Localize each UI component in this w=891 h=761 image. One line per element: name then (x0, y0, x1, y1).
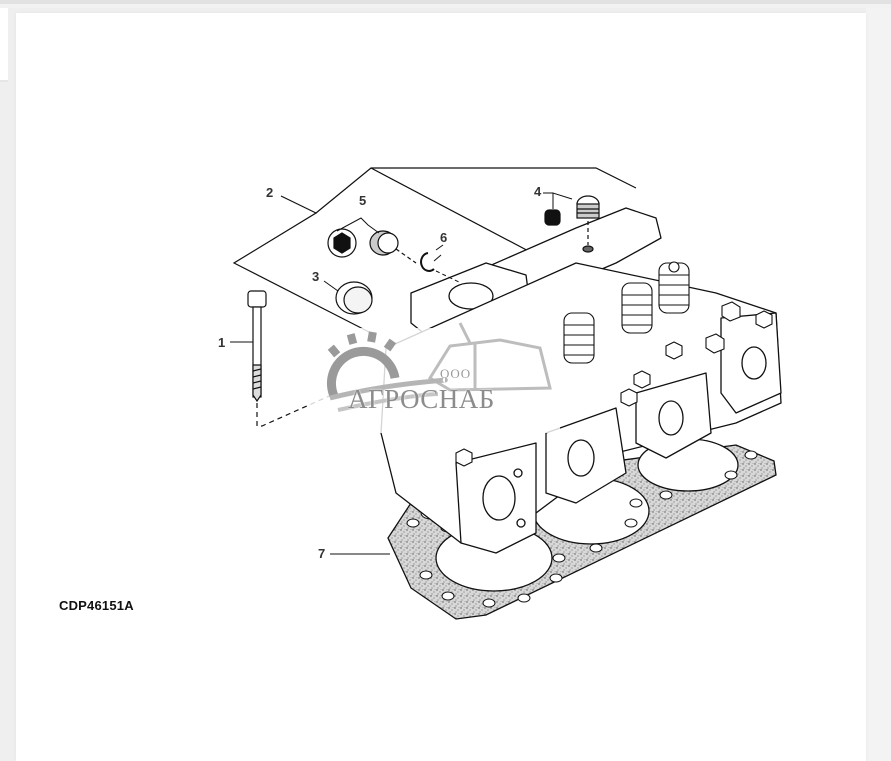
callout-3-leader (323, 280, 339, 292)
callout-4: 4 (534, 184, 542, 199)
callout-2: 2 (266, 185, 274, 200)
top-border (0, 0, 891, 4)
callout-5: 5 (359, 193, 367, 208)
callout-6: 6 (440, 230, 448, 245)
retaining-ring (420, 252, 462, 284)
right-gutter (866, 8, 891, 761)
callout-4-leader (543, 192, 573, 209)
threaded-plug (369, 230, 417, 264)
threaded-cap-plug (576, 195, 600, 253)
round-plug (335, 281, 373, 315)
valve-springs (563, 261, 690, 364)
hex-socket-plug (327, 228, 357, 258)
watermark-prefix: ООО (440, 366, 472, 381)
callout-2-bracket (232, 167, 637, 334)
cylinder-head-bolt (247, 290, 337, 427)
left-tab (0, 8, 8, 82)
square-plug (544, 209, 561, 226)
callout-3: 3 (312, 269, 320, 284)
callout-7: 7 (318, 546, 326, 561)
callout-6-leader (435, 244, 444, 251)
head-bolts (455, 301, 773, 467)
figure-code: CDP46151A (59, 598, 134, 613)
callout-5-leader (336, 217, 380, 234)
callout-1: 1 (218, 335, 226, 350)
watermark-name: АГРОСНАБ (348, 384, 495, 414)
top-border-inner (0, 4, 891, 8)
